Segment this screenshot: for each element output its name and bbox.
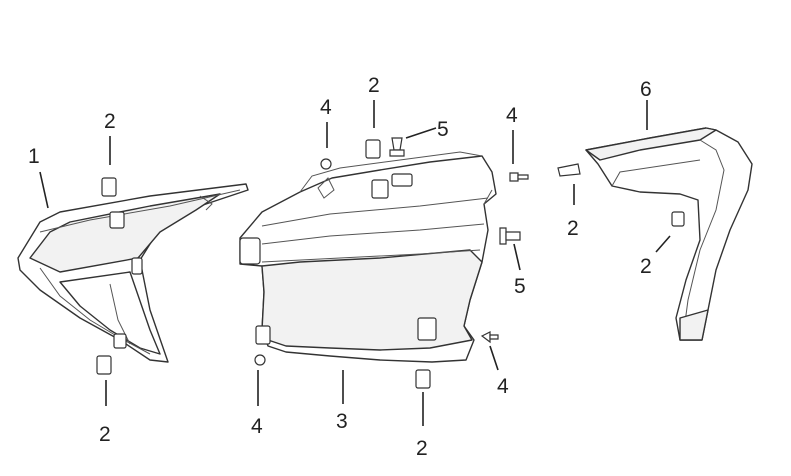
callout-2-clip-left-bottom: 2 <box>99 423 111 446</box>
callout-1: 1 <box>28 145 40 168</box>
rivet-hardware <box>389 137 521 245</box>
callout-2-clip-far-right: 2 <box>640 255 652 278</box>
part-3-side-panel <box>239 151 497 363</box>
callout-labels: 1 2 2 2 2 2 2 3 4 4 4 4 5 5 6 <box>28 74 652 460</box>
screw-hardware <box>254 158 529 366</box>
callout-5-rivet-top: 5 <box>437 118 449 141</box>
callout-3: 3 <box>336 410 348 433</box>
part-1-side-cowl <box>17 183 249 363</box>
callout-2-clip-right: 2 <box>567 217 579 240</box>
leader-lines <box>39 100 671 426</box>
callout-4-screw-top-right: 4 <box>506 104 518 127</box>
callout-6: 6 <box>640 78 652 101</box>
clip-hardware <box>96 139 581 389</box>
callout-4-screw-bottom-left: 4 <box>251 415 263 438</box>
callout-5-rivet-right: 5 <box>514 275 526 298</box>
callout-2-clip-center-top: 2 <box>368 74 380 97</box>
callout-2-clip-center-bottom: 2 <box>416 437 428 460</box>
callout-4-screw-top-left: 4 <box>320 96 332 119</box>
callout-2-clip-left-top: 2 <box>104 110 116 133</box>
callout-4-screw-bottom-right: 4 <box>497 375 509 398</box>
part-6-front-panel <box>585 127 753 341</box>
